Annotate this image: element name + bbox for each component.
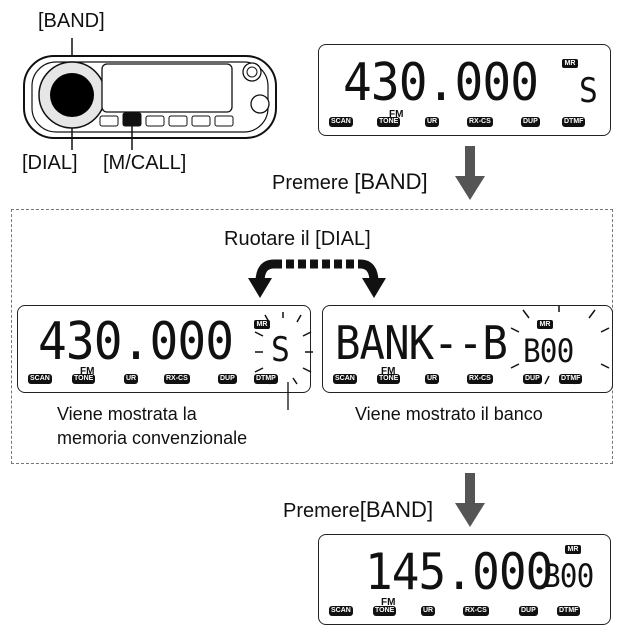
down-arrow-icon — [455, 473, 485, 527]
annunciator: DTMF — [559, 374, 583, 384]
annunciator: TONE — [377, 374, 401, 384]
annunciator: DUP — [521, 117, 540, 127]
step1-text: Premere — [272, 172, 349, 194]
mr-indicator: MR — [537, 320, 553, 329]
step2-key: [BAND] — [359, 497, 434, 522]
annunciator: UR — [421, 606, 436, 616]
band-key-label: [BAND] — [38, 10, 105, 32]
mode-indicator: FM — [80, 366, 95, 377]
annunciator: TONE — [72, 374, 96, 384]
annunciator: DTMF — [557, 606, 581, 616]
mr-indicator: MR — [254, 320, 270, 329]
radio-front-panel — [23, 38, 277, 150]
frequency-readout: 145.000 — [365, 543, 553, 601]
mr-indicator: MR — [565, 545, 581, 554]
mode-indicator: FM — [381, 597, 396, 608]
mode-indicator: FM — [381, 366, 396, 377]
dial-label: [DIAL] — [22, 152, 78, 174]
annunciator: TONE — [377, 117, 401, 127]
frequency-readout: 430.000 — [343, 53, 539, 113]
frequency-readout: 430.000 — [38, 312, 234, 372]
annunciator: TONE — [373, 606, 397, 616]
annunciator: RX-CS — [467, 117, 493, 127]
mode-indicator: FM — [389, 109, 404, 120]
rotate-arrows-icon — [248, 259, 386, 298]
annunciator: SCAN — [329, 117, 353, 127]
bank-channel-readout: B00 — [523, 332, 574, 370]
step1-instruction: Premere [BAND] — [272, 169, 428, 195]
mcall-label: [M/CALL] — [103, 152, 187, 174]
annunciator: RX-CS — [463, 606, 489, 616]
annunciator-row: SCAN TONE UR RX-CS DUP DTMF — [329, 117, 600, 129]
bank-caption: Viene mostrato il banco — [355, 404, 543, 424]
annunciator-row: SCAN TONE UR RX-CS DUP DTMF — [333, 374, 602, 386]
annunciator: DUP — [218, 374, 237, 384]
memory-caption-line2: memoria convenzionale — [57, 428, 248, 448]
annunciator: UR — [425, 117, 440, 127]
display-bank: BANK--B FM MR B00 SCAN TONE UR RX-CS DUP… — [322, 305, 613, 393]
annunciator-row: SCAN TONE UR RX-CS DUP DTMP — [28, 374, 300, 386]
annunciator: DUP — [523, 374, 542, 384]
pointer-line — [287, 382, 289, 410]
mr-indicator: MR — [562, 59, 578, 68]
annunciator: UR — [425, 374, 440, 384]
annunciator: RX-CS — [467, 374, 493, 384]
annunciator: DTMF — [562, 117, 586, 127]
rotate-instruction: Ruotare il [DIAL] — [224, 228, 371, 250]
display-memory: 430.000 FM MR S SCAN TONE UR RX-CS DUP D… — [17, 305, 313, 393]
annunciator-row: SCAN TONE UR RX-CS DUP DTMF — [329, 606, 600, 618]
display-bottom: 145.000 FM MR B00 SCAN TONE UR RX-CS DUP… — [318, 534, 611, 625]
channel-readout: S — [271, 330, 290, 370]
annunciator: UR — [124, 374, 139, 384]
display-top: 430.000 FM MR S SCAN TONE UR RX-CS DUP D… — [318, 44, 611, 136]
bank-channel-readout: B00 — [543, 557, 594, 595]
annunciator: DTMP — [254, 374, 278, 384]
annunciator: SCAN — [329, 606, 353, 616]
down-arrow-icon — [455, 146, 485, 200]
step2-text: Premere — [283, 500, 360, 522]
memory-caption-line1: Viene mostrata la — [57, 404, 197, 424]
bank-readout: BANK--B — [335, 316, 508, 370]
annunciator: SCAN — [28, 374, 52, 384]
annunciator: DUP — [519, 606, 538, 616]
annunciator: RX-CS — [164, 374, 190, 384]
annunciator: SCAN — [333, 374, 357, 384]
step1-key: [BAND] — [354, 169, 428, 194]
step2-instruction: Premere[BAND] — [283, 497, 433, 523]
channel-readout: S — [579, 71, 598, 111]
